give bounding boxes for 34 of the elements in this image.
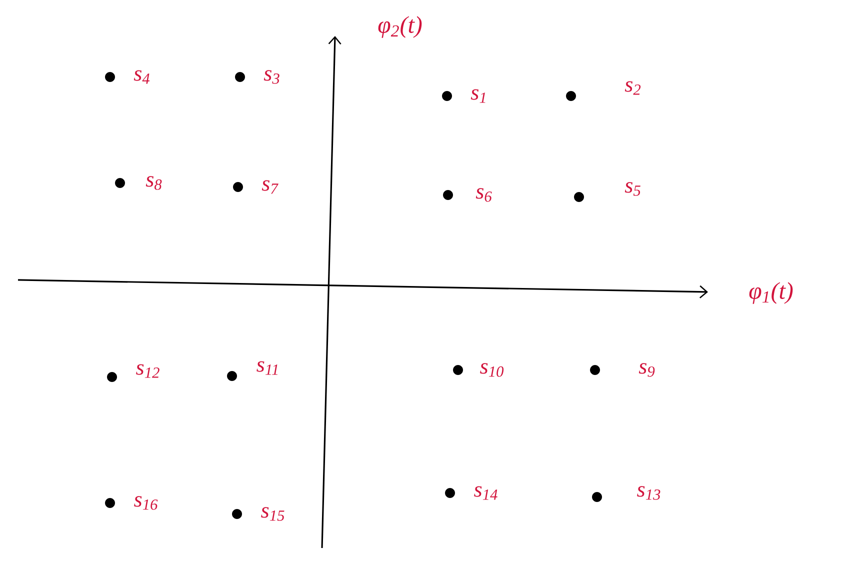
constellation-dot <box>235 72 245 82</box>
point-label: s$_{3}$ <box>264 70 280 84</box>
constellation-dot <box>232 508 242 519</box>
point-label: s$_{1}$ <box>470 89 486 103</box>
constellation-dot <box>233 182 243 192</box>
point-label: s$_{4}$ <box>134 70 150 84</box>
axis-label: φ$_{2}$(t) <box>378 16 422 38</box>
constellation-dot <box>566 90 576 101</box>
point-label: s$_{5}$ <box>624 182 640 196</box>
constellation-dot <box>442 90 452 101</box>
constellation-dot <box>105 498 115 508</box>
point-label: s$_{11}$ <box>256 361 278 375</box>
point-label: s$_{9}$ <box>638 363 655 377</box>
constellation-dot <box>105 72 115 82</box>
point-label: s$_{15}$ <box>261 507 284 521</box>
point-label: s$_{2}$ <box>624 81 641 95</box>
constellation-dot <box>107 372 117 382</box>
constellation-dot <box>453 364 463 375</box>
axis-label: φ$_{1}$(t) <box>749 282 793 304</box>
constellation-dot <box>115 178 125 188</box>
point-label: s$_{7}$ <box>262 180 278 194</box>
constellation-dot <box>443 190 453 200</box>
point-label: s$_{8}$ <box>146 176 162 190</box>
constellation-dot <box>445 488 455 498</box>
constellation-dot <box>227 370 237 381</box>
point-label: s$_{14}$ <box>474 486 498 500</box>
point-label: s$_{16}$ <box>134 496 158 510</box>
constellation-dot <box>592 492 602 502</box>
constellation-dot <box>590 364 600 375</box>
constellation-dot <box>574 192 584 202</box>
point-label: s$_{12}$ <box>136 364 160 378</box>
point-label: s$_{10}$ <box>480 363 504 377</box>
point-label: s$_{6}$ <box>476 188 492 202</box>
point-label: s$_{13}$ <box>637 486 660 500</box>
